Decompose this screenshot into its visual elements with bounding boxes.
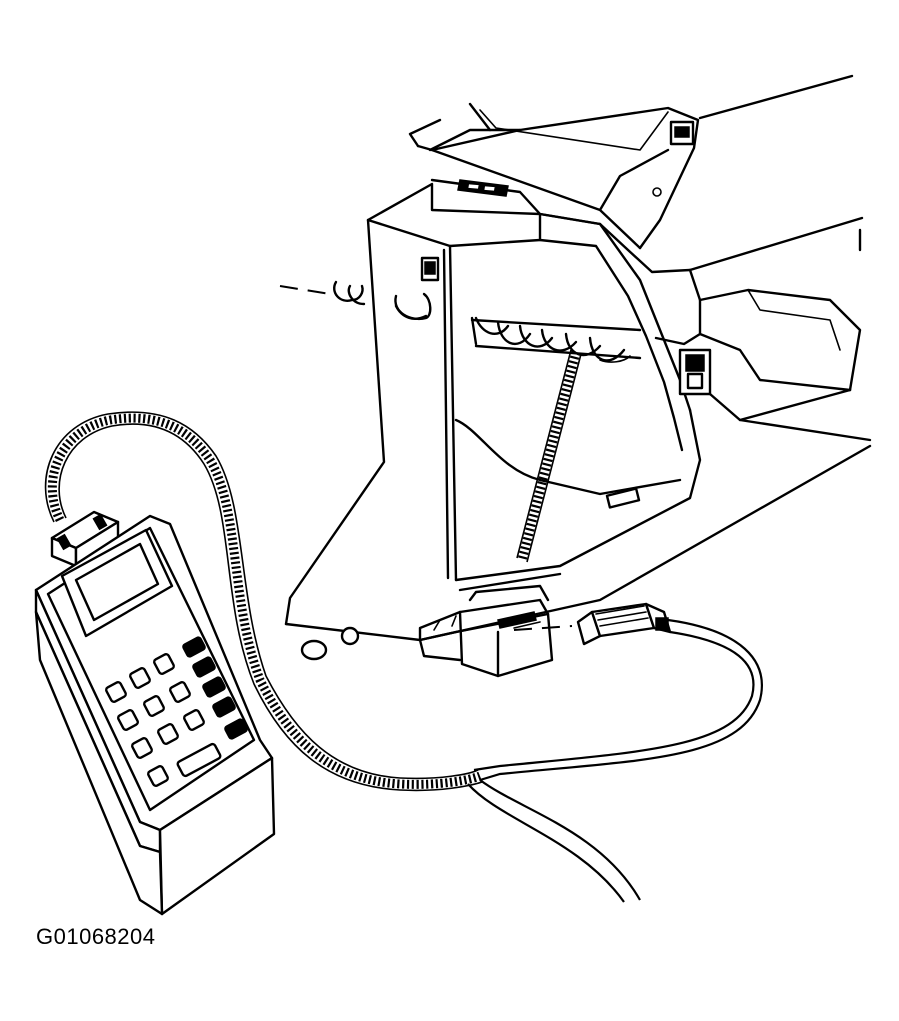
dashboard-lower-panel bbox=[284, 74, 872, 661]
cable-plug bbox=[576, 602, 672, 646]
figure-id-label: G01068204 bbox=[36, 924, 156, 949]
interface-cable bbox=[467, 618, 763, 903]
wiring-harness bbox=[279, 280, 642, 363]
handheld-scan-tool bbox=[34, 510, 276, 916]
keypad bbox=[105, 636, 248, 787]
coiled-wire bbox=[516, 349, 582, 563]
data-link-connector bbox=[418, 584, 573, 678]
tool-coil-cord bbox=[44, 411, 483, 792]
